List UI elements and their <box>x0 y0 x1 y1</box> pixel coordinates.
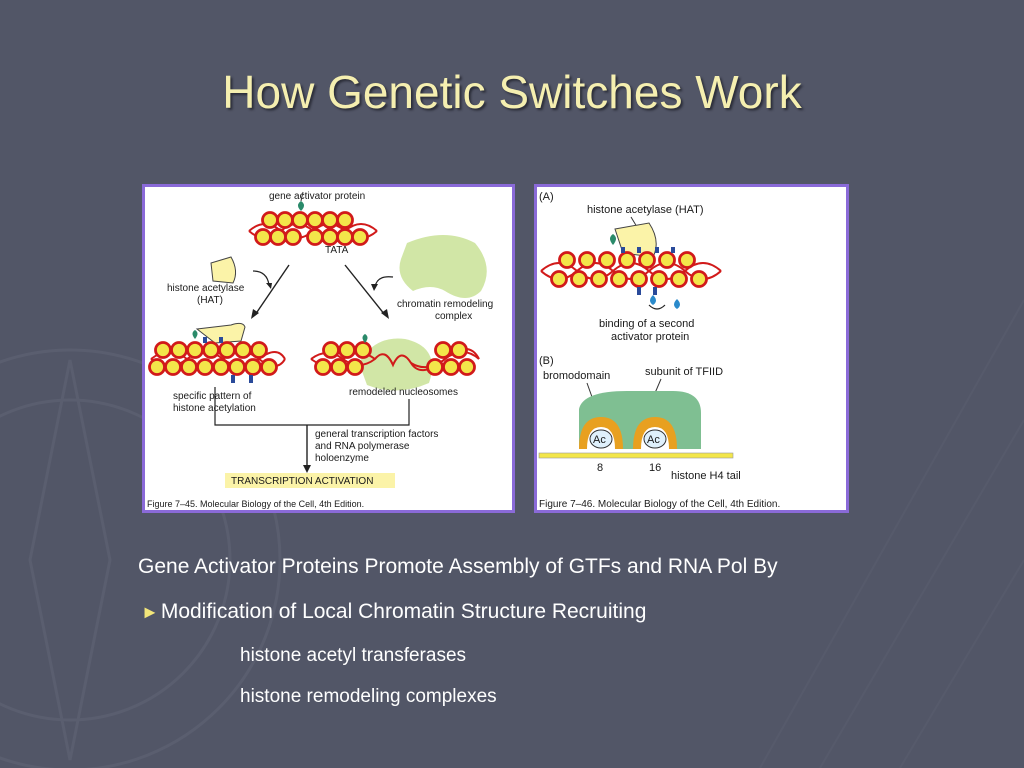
label-gtf-3: holoenzyme <box>315 453 369 464</box>
label-n16: 16 <box>649 462 661 474</box>
label-panel-b: (B) <box>539 355 554 367</box>
label-hat-1: histone acetylase <box>167 283 245 294</box>
remodeling-complex-shape <box>399 235 487 298</box>
slide-title: How Genetic Switches Work <box>222 66 802 118</box>
label-hat-a: histone acetylase (HAT) <box>587 204 704 216</box>
nucleosome-array-acetylated <box>148 322 286 383</box>
label-ac-16: Ac <box>647 434 660 446</box>
nucleosome-array-a <box>540 247 722 295</box>
body-line-2-text: Modification of Local Chromatin Structur… <box>160 600 647 623</box>
label-tfiid: subunit of TFIID <box>645 366 723 378</box>
figure-7-45-caption: Figure 7–45. Molecular Biology of the Ce… <box>147 499 364 509</box>
label-gene-activator: gene activator protein <box>269 191 365 202</box>
label-bromodomain: bromodomain <box>543 370 610 382</box>
label-tata: TATA <box>325 245 349 256</box>
histone-h4-tail <box>538 452 734 459</box>
label-remodeled: remodeled nucleosomes <box>349 387 458 398</box>
figure-7-46-diagram: (A) histone acetylase (HAT) binding of a… <box>538 191 780 510</box>
activation-highlight <box>225 473 395 488</box>
label-panel-a: (A) <box>539 191 554 203</box>
label-remodel-2: complex <box>435 311 472 322</box>
body-line-4: histone remodeling complexes <box>240 686 497 707</box>
hat-protein-icon <box>210 256 237 284</box>
label-activation: TRANSCRIPTION ACTIVATION <box>231 476 373 487</box>
label-gtf-2: and RNA polymerase <box>315 441 410 452</box>
nucleosome-array-top <box>248 211 378 246</box>
figure-7-45: gene activator protein TATA histone acet… <box>142 184 515 513</box>
label-gtf-1: general transcription factors <box>315 429 438 440</box>
body-line-3: histone acetyl transferases <box>240 645 467 666</box>
label-hat-2: (HAT) <box>197 295 223 306</box>
label-n8: 8 <box>597 462 603 474</box>
figure-7-45-diagram: gene activator protein TATA histone acet… <box>147 191 493 509</box>
label-remodel-1: chromatin remodeling <box>397 299 493 310</box>
body-line-2: ►Modification of Local Chromatin Structu… <box>141 599 646 625</box>
body-line-1: Gene Activator Proteins Promote Assembly… <box>138 555 778 578</box>
nucleosome-array-remodeled <box>310 334 480 391</box>
bullet-triangle-icon: ► <box>141 602 159 622</box>
label-ac-8: Ac <box>593 434 606 446</box>
label-tail: histone H4 tail <box>671 470 741 482</box>
label-binding-2: activator protein <box>611 331 689 343</box>
figure-7-46: (A) histone acetylase (HAT) binding of a… <box>534 184 849 513</box>
activator-protein-icon <box>298 201 304 211</box>
figure-7-46-caption: Figure 7–46. Molecular Biology of the Ce… <box>539 499 780 510</box>
label-binding-1: binding of a second <box>599 318 694 330</box>
label-pattern-1: specific pattern of <box>173 391 252 402</box>
